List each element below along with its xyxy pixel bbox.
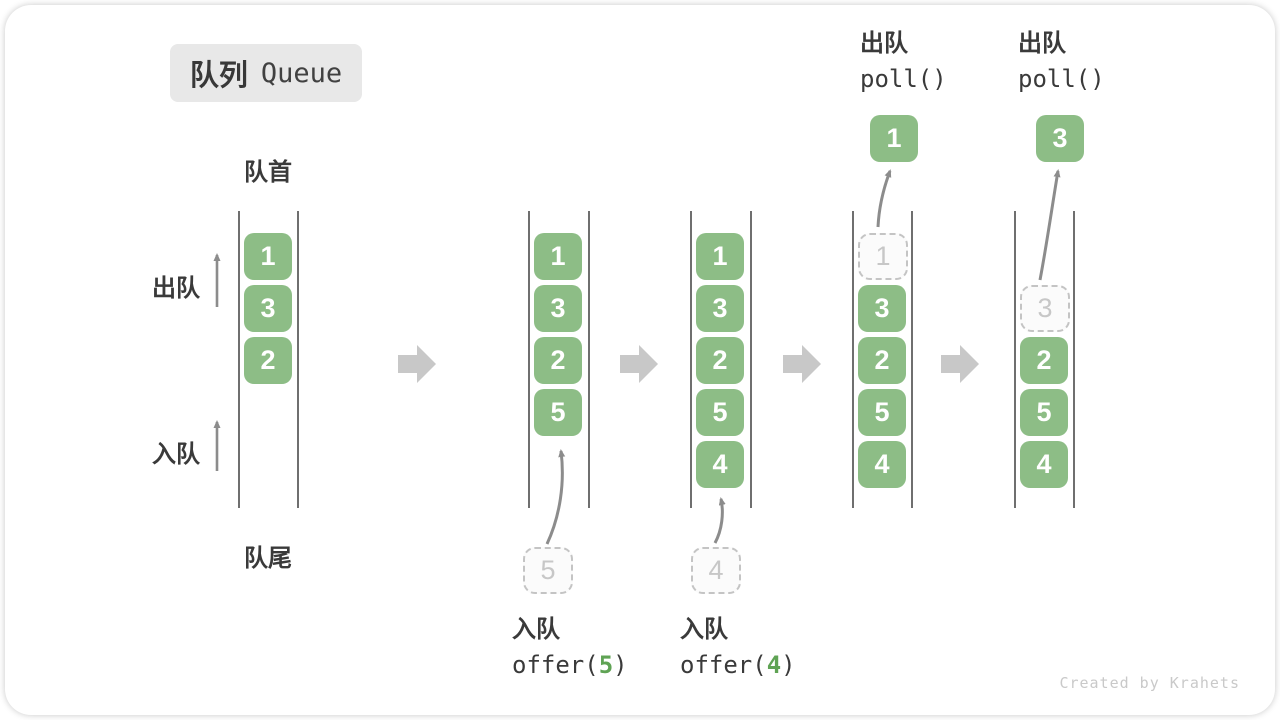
queue-wall bbox=[528, 211, 530, 508]
pending-item: 5 bbox=[523, 547, 573, 594]
code-arg: 4 bbox=[766, 651, 782, 679]
queue-wall bbox=[690, 211, 692, 508]
label-queue-rear: 队尾 bbox=[244, 545, 292, 572]
title-en: Queue bbox=[260, 57, 343, 89]
queue-wall bbox=[297, 211, 299, 508]
queue-item: 1 bbox=[696, 233, 744, 280]
operation-caption: 入队 offer(5) bbox=[512, 616, 628, 679]
queue-wall bbox=[238, 211, 240, 508]
removed-item: 1 bbox=[858, 233, 908, 280]
queue-item: 2 bbox=[696, 337, 744, 384]
queue-item: 4 bbox=[858, 441, 906, 488]
diagram-title: 队列 Queue bbox=[170, 44, 362, 102]
queue-item: 2 bbox=[244, 337, 292, 384]
operation-code: poll() bbox=[860, 65, 947, 93]
operation-code: offer(5) bbox=[512, 651, 628, 679]
operation-label: 出队 bbox=[1018, 30, 1066, 57]
code-text: offer( bbox=[680, 651, 767, 679]
popped-item: 3 bbox=[1036, 115, 1084, 162]
queue-wall bbox=[588, 211, 590, 508]
queue-item: 2 bbox=[1020, 337, 1068, 384]
queue-item: 3 bbox=[696, 285, 744, 332]
queue-wall bbox=[911, 211, 913, 508]
queue-item: 4 bbox=[1020, 441, 1068, 488]
operation-caption: 入队 offer(4) bbox=[680, 616, 796, 679]
queue-wall bbox=[1073, 211, 1075, 508]
queue-item: 4 bbox=[696, 441, 744, 488]
queue-item: 5 bbox=[1020, 389, 1068, 436]
queue-item: 3 bbox=[534, 285, 582, 332]
removed-item: 3 bbox=[1020, 285, 1070, 332]
queue-item: 3 bbox=[858, 285, 906, 332]
queue-wall bbox=[750, 211, 752, 508]
operation-caption: 出队 poll() bbox=[1018, 30, 1105, 93]
queue-item: 2 bbox=[858, 337, 906, 384]
operation-caption: 出队 poll() bbox=[860, 30, 947, 93]
code-text: offer( bbox=[512, 651, 599, 679]
queue-item: 2 bbox=[534, 337, 582, 384]
queue-item: 1 bbox=[244, 233, 292, 280]
queue-item: 5 bbox=[534, 389, 582, 436]
code-arg: 5 bbox=[598, 651, 614, 679]
pending-item: 4 bbox=[691, 547, 741, 594]
operation-code: poll() bbox=[1018, 65, 1105, 93]
label-enqueue: 入队 bbox=[152, 441, 200, 468]
queue-item: 5 bbox=[696, 389, 744, 436]
label-queue-front: 队首 bbox=[244, 159, 292, 186]
title-zh: 队列 bbox=[189, 60, 248, 92]
operation-label: 入队 bbox=[680, 616, 728, 643]
queue-wall bbox=[852, 211, 854, 508]
queue-item: 1 bbox=[534, 233, 582, 280]
queue-item: 5 bbox=[858, 389, 906, 436]
code-text: ) bbox=[613, 651, 628, 679]
operation-label: 出队 bbox=[860, 30, 908, 57]
queue-wall bbox=[1014, 211, 1016, 508]
watermark: Created by Krahets bbox=[1059, 674, 1240, 692]
diagram-card bbox=[5, 5, 1275, 715]
operation-code: offer(4) bbox=[680, 651, 796, 679]
code-text: ) bbox=[781, 651, 796, 679]
operation-label: 入队 bbox=[512, 616, 560, 643]
popped-item: 1 bbox=[870, 115, 918, 162]
label-dequeue: 出队 bbox=[152, 275, 200, 302]
queue-item: 3 bbox=[244, 285, 292, 332]
